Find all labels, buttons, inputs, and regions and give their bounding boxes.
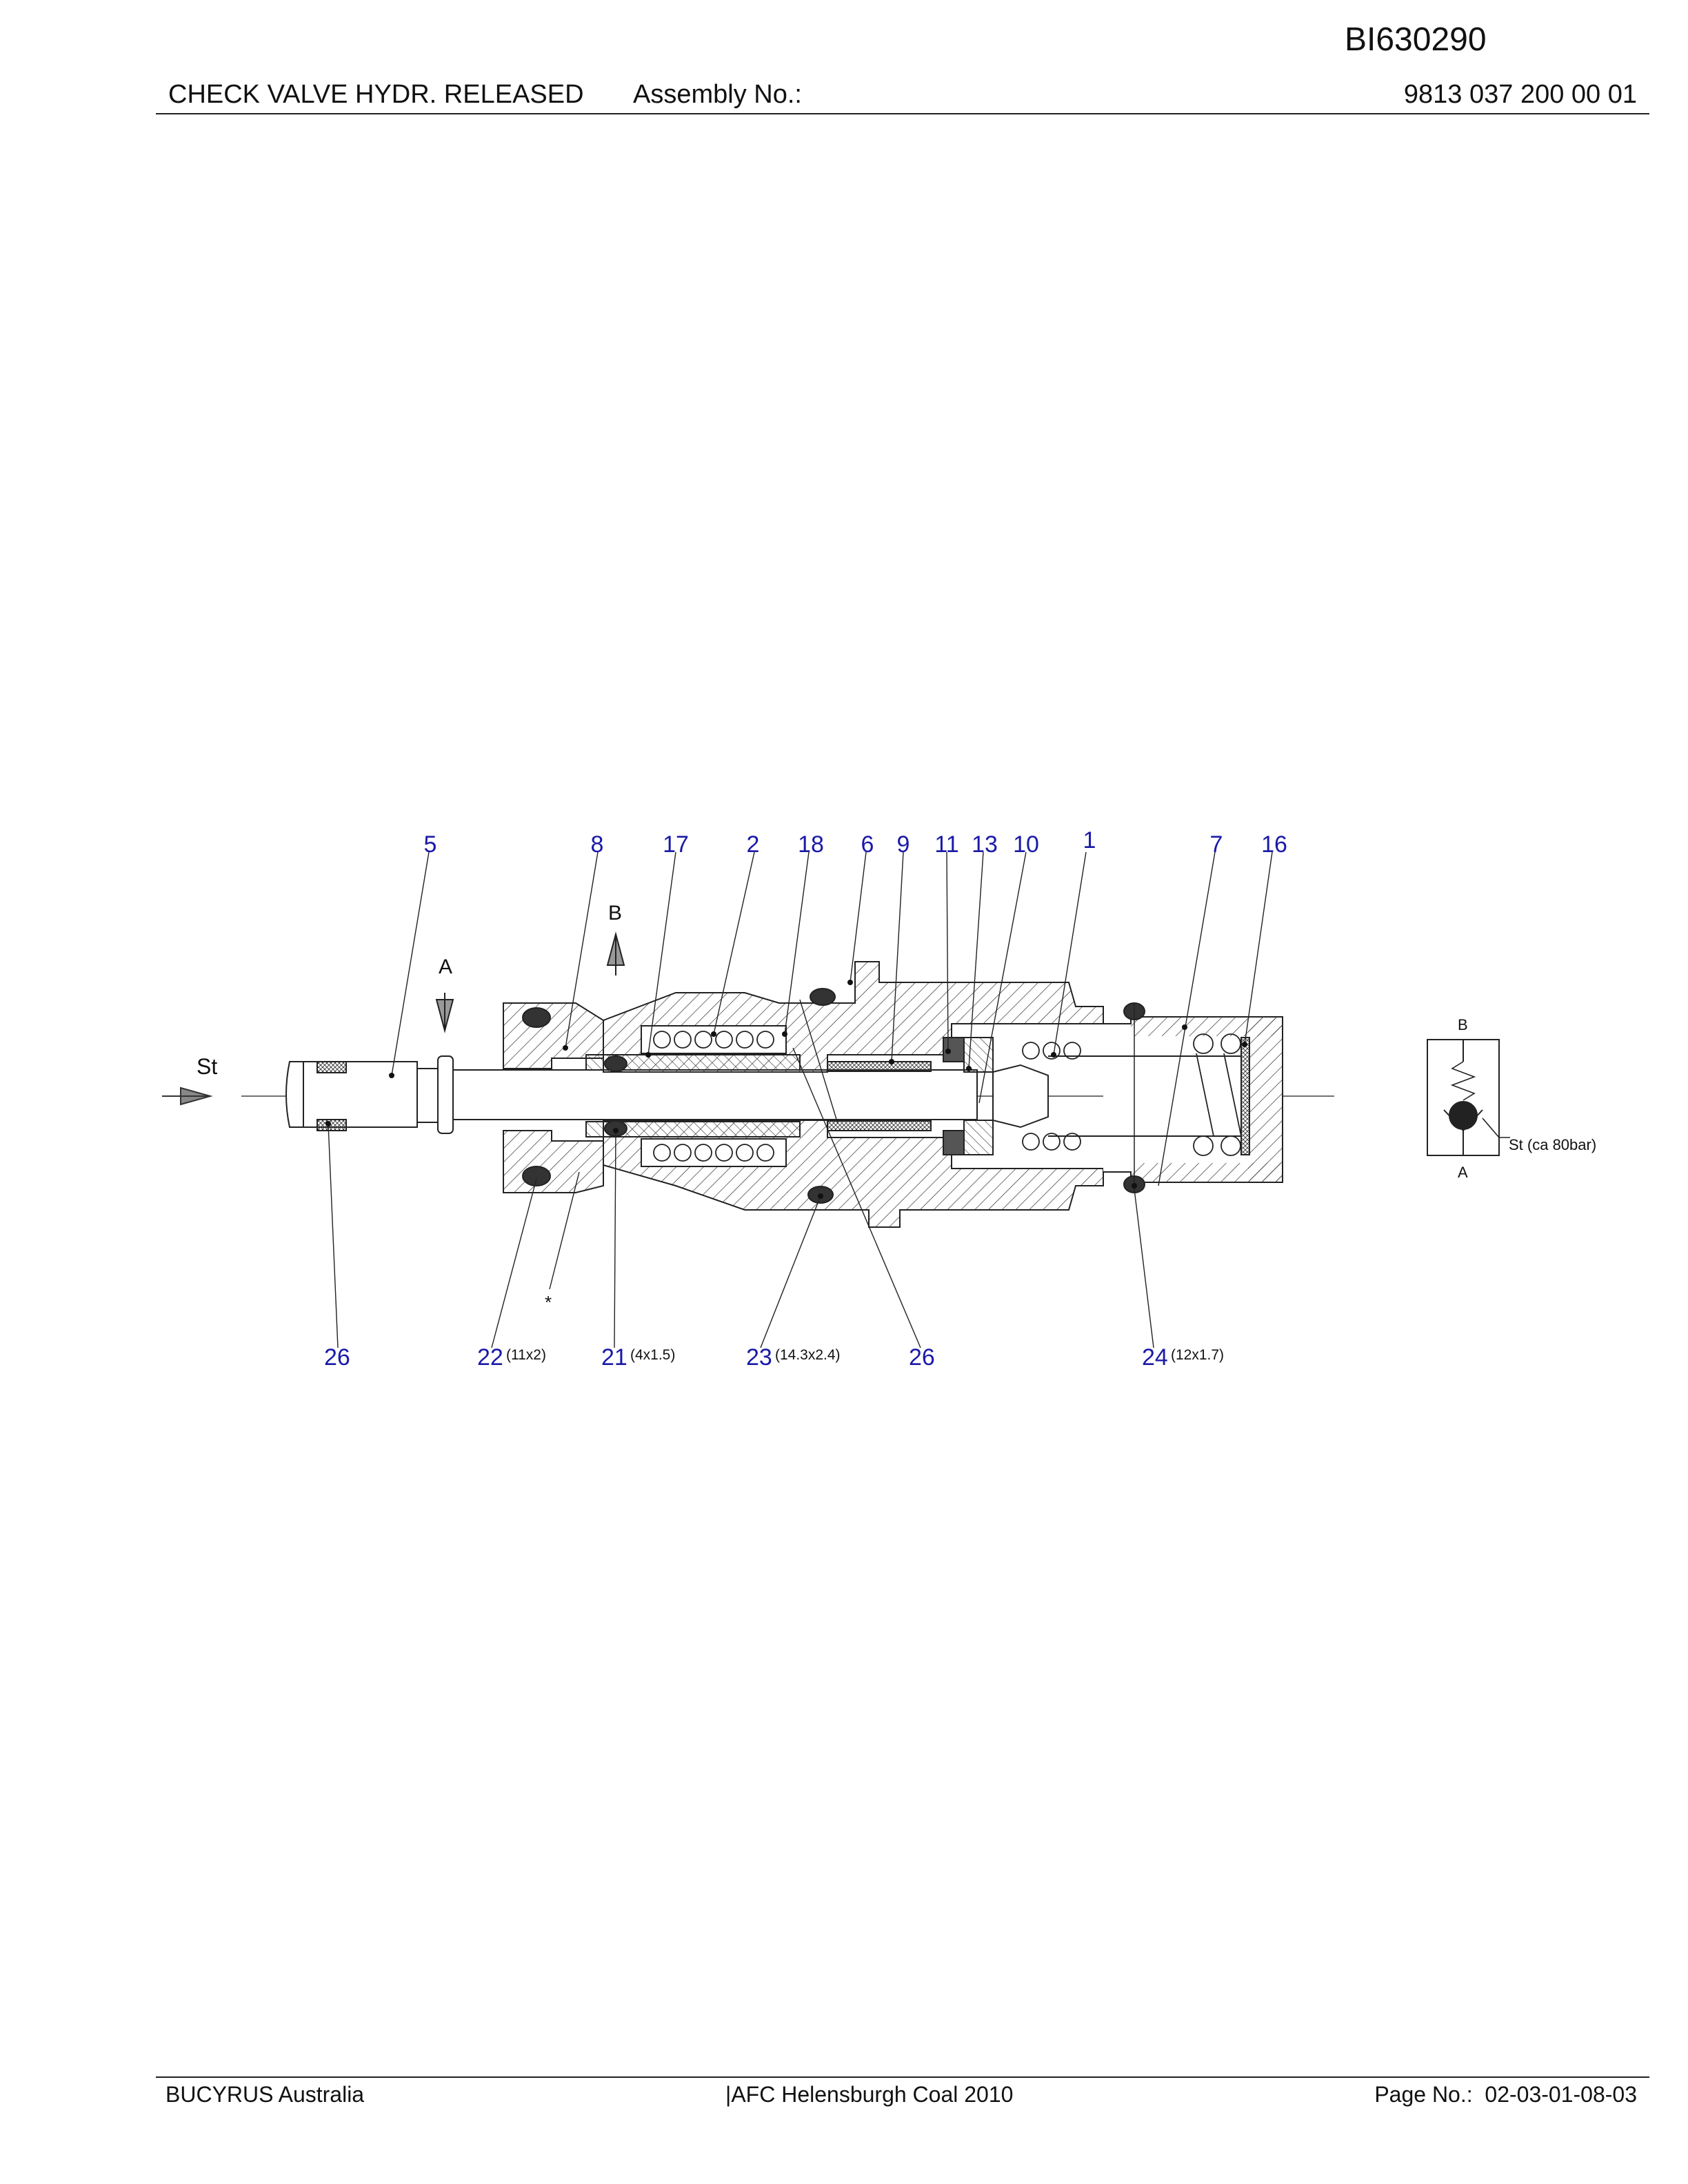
symbol-b-label: B (1458, 1016, 1468, 1033)
leader-lines (328, 851, 1273, 1348)
footer-row: BUCYRUS Australia |AFC Helensburgh Coal … (156, 2076, 1649, 2112)
part-number: 21 (601, 1344, 627, 1371)
part-number: 13 (972, 831, 998, 858)
part-size: (12x1.7) (1171, 1347, 1224, 1363)
part-number: 10 (1013, 831, 1039, 858)
star-note: * (545, 1292, 552, 1313)
part-number: 18 (798, 831, 824, 858)
part-number: 22 (477, 1344, 503, 1371)
guide-18 (585, 1054, 801, 1071)
header-row: CHECK VALVE HYDR. RELEASED Assembly No.:… (156, 77, 1649, 114)
oring-6 (810, 988, 836, 1006)
seal-9-top (827, 1061, 932, 1072)
valve-section (162, 851, 1334, 1348)
part-number: 26 (909, 1344, 935, 1371)
oring-22-bottom (522, 1166, 551, 1186)
part-number: 1 (1083, 827, 1096, 853)
part-number: 26 (324, 1344, 350, 1371)
st-arrow (162, 1086, 213, 1106)
footer-page: Page No.: 02-03-01-08-03 (1374, 2082, 1637, 2107)
poppet-head (992, 1064, 1049, 1129)
part-numbers-top: 5 8 17 2 18 6 9 11 13 10 1 7 16 (424, 827, 1287, 858)
guide-18-bottom (585, 1121, 801, 1138)
part-number: 9 (897, 831, 910, 858)
port-a-arrow (435, 993, 454, 1033)
footer-project: |AFC Helensburgh Coal 2010 (725, 2082, 1014, 2107)
housing-right-end-hatch (1248, 1017, 1283, 1182)
part-number: 7 (1210, 831, 1223, 858)
part-number: 11 (934, 831, 958, 858)
housing-left-bottom (503, 1130, 604, 1193)
document-id: BI630290 (1345, 21, 1487, 58)
port-b-label: B (608, 902, 622, 924)
symbol-ball (1449, 1101, 1478, 1130)
port-a-label: A (439, 956, 452, 978)
page-number: 02-03-01-08-03 (1485, 2082, 1637, 2107)
spring-2 (653, 1031, 774, 1162)
page-label: Page No.: (1374, 2082, 1473, 2107)
part-number: 8 (591, 831, 604, 858)
part-size: (11x2) (506, 1347, 546, 1363)
symbol-a-label: A (1458, 1164, 1468, 1181)
footer-company: BUCYRUS Australia (165, 2082, 365, 2107)
part-number: 23 (746, 1344, 772, 1371)
spring-chamber-top (641, 1025, 787, 1054)
part-number: 17 (663, 831, 689, 858)
shaft (452, 1069, 978, 1120)
poppet-seat-bottom (963, 1120, 994, 1155)
part-number: 6 (861, 831, 874, 858)
spring-7 (1022, 1033, 1242, 1156)
spring-chamber-bottom (641, 1138, 787, 1167)
oring-21-top (604, 1055, 627, 1072)
port-st-label: St (197, 1054, 217, 1079)
part-number: 5 (424, 831, 437, 858)
part-size: (4x1.5) (630, 1347, 675, 1363)
symbol-st-label: St (ca 80bar) (1509, 1136, 1596, 1153)
part-numbers-bottom: 26 22 (11x2) 21 (4x1.5) 23 (14.3x2.4) 26… (324, 1344, 1224, 1371)
plunger-seal-bottom (316, 1119, 347, 1131)
part-number: 16 (1261, 831, 1287, 858)
spring-cap-16 (1240, 1037, 1250, 1155)
symbol-spring (1450, 1061, 1476, 1101)
hydraulic-symbol (1427, 1039, 1510, 1156)
port-b-arrow (606, 931, 625, 975)
page-title: CHECK VALVE HYDR. RELEASED (168, 80, 584, 109)
assembly-label: Assembly No.: (633, 80, 802, 109)
symbol-pilot (1482, 1118, 1510, 1138)
plunger-seal-top (316, 1061, 347, 1073)
poppet-11-bottom (943, 1130, 965, 1155)
part-size: (14.3x2.4) (775, 1347, 841, 1363)
leader-dots (325, 980, 1247, 1199)
oring-22-top (522, 1007, 551, 1028)
plunger-collar (416, 1068, 439, 1123)
plunger-groove (437, 1055, 454, 1134)
part-number: 24 (1142, 1344, 1168, 1371)
part-number: 2 (747, 831, 760, 858)
plunger (285, 1061, 418, 1128)
seal-9-bottom (827, 1120, 932, 1131)
assembly-number: 9813 037 200 00 01 (1403, 80, 1637, 109)
